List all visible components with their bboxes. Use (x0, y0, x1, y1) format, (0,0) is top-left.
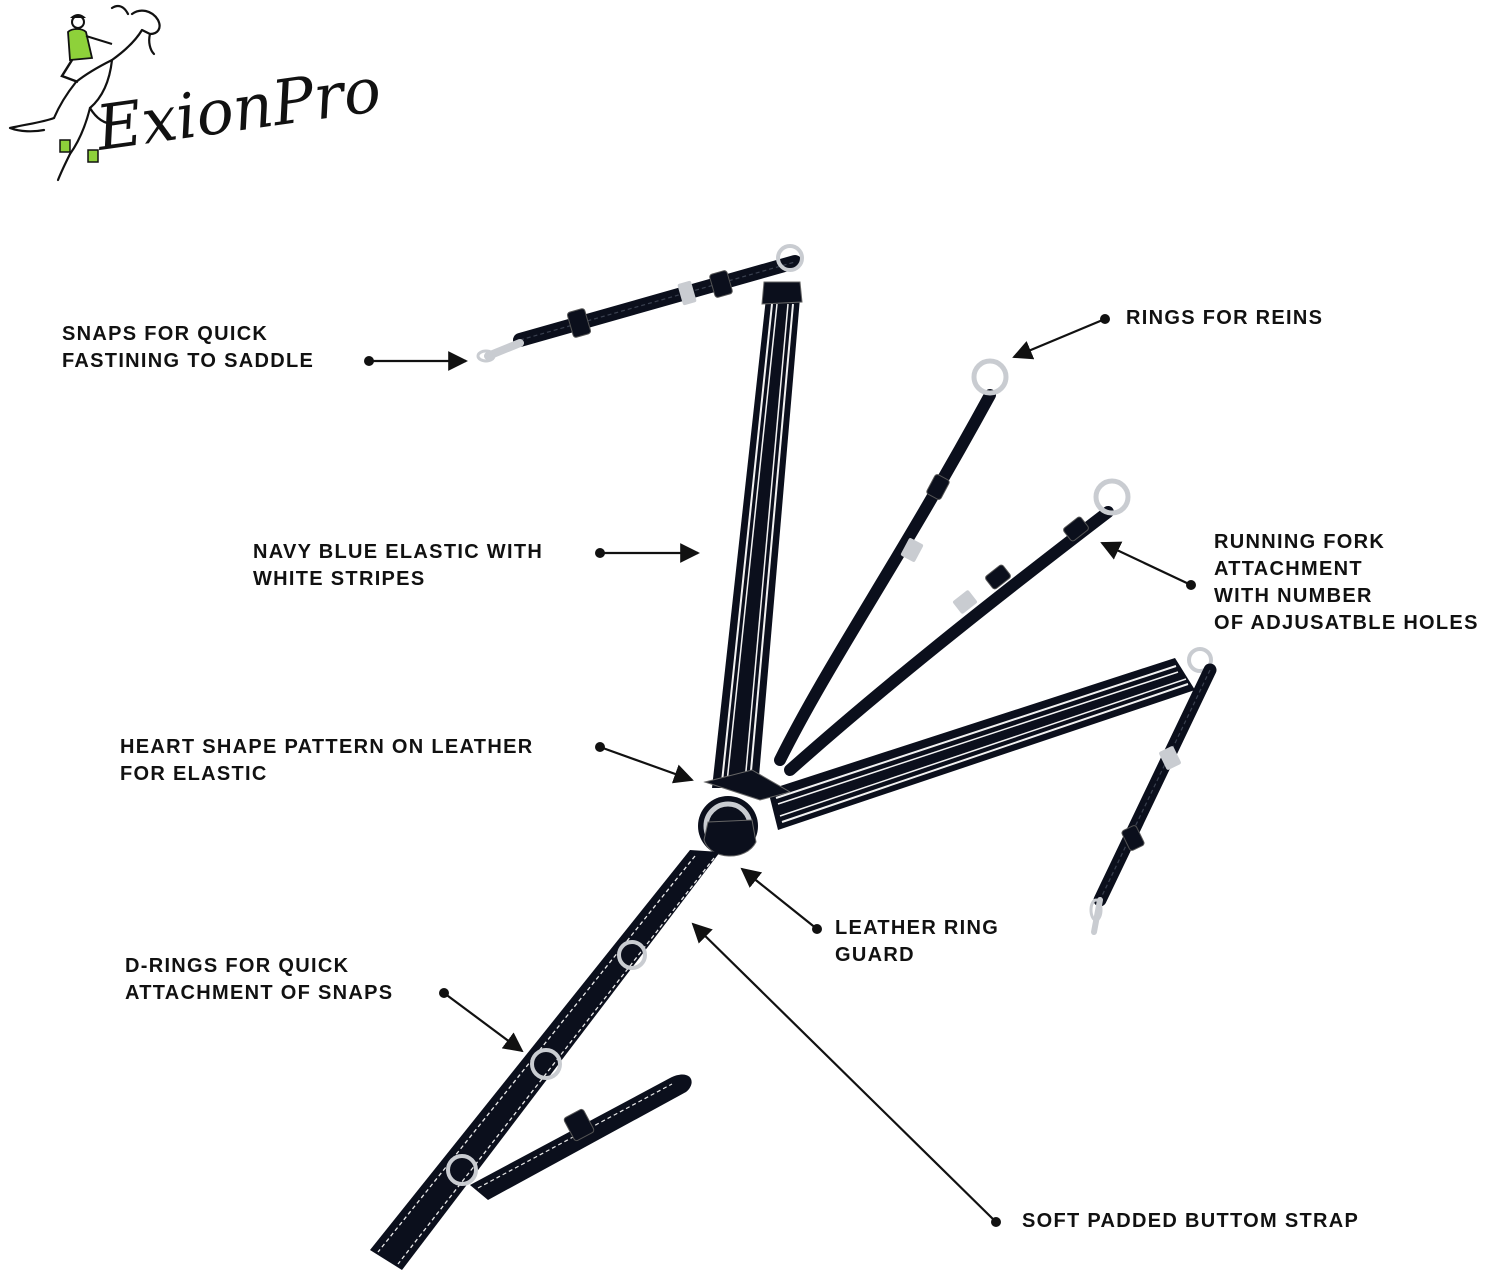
callout-line: D-RINGS FOR QUICK (125, 955, 350, 977)
callout-line: SOFT PADDED BUTTOM STRAP (1022, 1210, 1360, 1232)
callout-pointers (364, 314, 1196, 1227)
breastplate-product (370, 244, 1217, 1270)
callout-line: WITH NUMBER (1214, 585, 1373, 607)
left-elastic-panel (712, 281, 803, 788)
right-saddle-strap (1089, 663, 1217, 935)
callout-line: ATTACHMENT (1214, 558, 1363, 580)
callout-fork: RUNNING FORK ATTACHMENT WITH NUMBER OF A… (1214, 529, 1479, 637)
pointer-snaps (364, 351, 468, 371)
callout-line: SNAPS FOR QUICK (62, 323, 269, 345)
callout-line: ATTACHMENT OF SNAPS (125, 982, 394, 1004)
callout-line: HEART SHAPE PATTERN ON LEATHER (120, 736, 534, 758)
callout-elastic: NAVY BLUE ELASTIC WITH WHITE STRIPES (253, 539, 543, 593)
callout-heart: HEART SHAPE PATTERN ON LEATHER FOR ELAST… (120, 734, 533, 788)
callout-drings: D-RINGS FOR QUICK ATTACHMENT OF SNAPS (125, 953, 393, 1007)
pointer-bottom (691, 922, 1001, 1227)
callout-rings: RINGS FOR REINS (1126, 305, 1323, 332)
rider-icon (60, 14, 113, 84)
pointer-fork (1100, 541, 1196, 590)
callout-line: WHITE STRIPES (253, 568, 426, 590)
pointer-guard (740, 867, 822, 934)
center-ring (698, 769, 792, 857)
pointer-drings (439, 988, 524, 1053)
callout-line: FOR ELASTIC (120, 763, 268, 785)
callout-line: RUNNING FORK (1214, 531, 1386, 553)
leg-wrap-icon (59, 139, 71, 153)
d-ring-icon (446, 1154, 478, 1186)
brand-logo: ExionPro (8, 4, 385, 182)
brand-wordmark: ExionPro (91, 53, 385, 165)
callout-line: OF ADJUSATBLE HOLES (1214, 612, 1479, 634)
horse-rider-icon (8, 4, 161, 182)
pointer-elastic (595, 543, 700, 563)
leg-wrap-icon (87, 149, 99, 163)
pointer-rings (1012, 314, 1110, 360)
callout-line: RINGS FOR REINS (1126, 307, 1324, 329)
snap-hook-icon (476, 339, 524, 363)
right-elastic-panel (768, 647, 1213, 830)
rein-ring-icon (971, 358, 1009, 396)
callout-line: FASTINING TO SADDLE (62, 350, 315, 372)
callout-line: LEATHER RING (835, 917, 1000, 939)
d-ring-icon (617, 940, 647, 970)
left-saddle-strap (513, 244, 804, 347)
callout-line: GUARD (835, 944, 915, 966)
d-ring-icon (530, 1048, 562, 1080)
callout-bottom: SOFT PADDED BUTTOM STRAP (1022, 1208, 1359, 1235)
callout-snaps: SNAPS FOR QUICK FASTINING TO SADDLE (62, 321, 314, 375)
pointer-heart (595, 742, 694, 784)
rein-ring-icon (1093, 478, 1131, 516)
bottom-strap (370, 850, 720, 1270)
callout-guard: LEATHER RING GUARD (835, 915, 999, 969)
running-fork (774, 358, 1131, 776)
callout-line: NAVY BLUE ELASTIC WITH (253, 541, 544, 563)
